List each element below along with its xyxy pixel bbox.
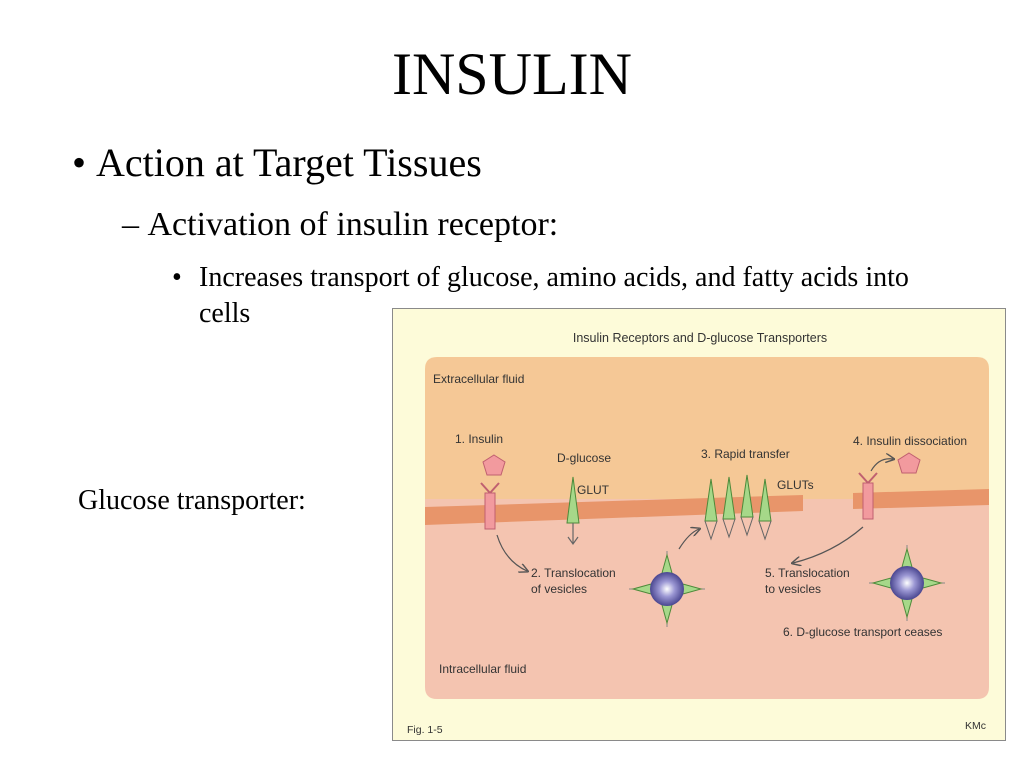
bullet-level3: • Increases transport of glucose, amino … — [172, 260, 932, 332]
bullet-level1: • Action at Target Tissues — [72, 140, 482, 186]
step6-label: 6. D-glucose transport ceases — [783, 625, 942, 639]
dash-marker: – — [122, 206, 139, 243]
step5-line1: 5. Translocation — [765, 566, 850, 580]
cell-membrane-right — [853, 489, 989, 509]
step2-line1: 2. Translocation — [531, 566, 616, 580]
glucose-transporter-label: Glucose transporter: — [78, 485, 306, 516]
step3-label: 3. Rapid transfer — [701, 447, 790, 461]
glut-cluster — [704, 474, 772, 541]
step5-line2: to vesicles — [765, 582, 821, 596]
step1-label: 1. Insulin — [455, 432, 503, 446]
bullet-text: Increases transport of glucose, amino ac… — [199, 262, 909, 329]
bullet-marker: • — [172, 262, 182, 293]
arrow-to-vesicles — [793, 526, 864, 563]
figure-title: Insulin Receptors and D-glucose Transpor… — [573, 331, 827, 345]
step4-label: 4. Insulin dissociation — [853, 434, 967, 448]
bullet-text: Activation of insulin receptor: — [147, 206, 559, 243]
insulin-molecule-icon — [482, 454, 506, 476]
slide-title: INSULIN — [392, 41, 632, 107]
vesicle-1 — [629, 551, 705, 627]
arrow-translocation-down — [496, 534, 527, 571]
figure-credit: KMc — [965, 720, 986, 732]
arrow-rapid-up — [678, 529, 699, 550]
insulin-receptor-2 — [858, 452, 921, 520]
gluts-label: GLUTs — [777, 478, 814, 492]
figure-svg: Insulin Receptors and D-glucose Transpor… — [407, 331, 989, 736]
bullet-text: Action at Target Tissues — [96, 140, 482, 185]
step2-line2: of vesicles — [531, 582, 587, 596]
bullet-marker: • — [72, 140, 87, 185]
vesicle-2 — [869, 545, 945, 621]
extracellular-label: Extracellular fluid — [433, 372, 524, 386]
insulin-receptor-figure: Insulin Receptors and D-glucose Transpor… — [392, 308, 1006, 741]
glut-transporter-single — [566, 476, 580, 546]
insulin-receptor-1 — [480, 454, 506, 530]
intracellular-label: Intracellular fluid — [439, 662, 526, 676]
extracellular-region — [425, 357, 989, 499]
bullet-level2: – Activation of insulin receptor: — [122, 205, 558, 245]
dglucose-label: D-glucose — [557, 451, 611, 465]
glut-label: GLUT — [577, 483, 610, 497]
figure-number: Fig. 1-5 — [407, 724, 443, 736]
dissociated-insulin-icon — [897, 452, 921, 474]
intracellular-region — [425, 499, 989, 699]
